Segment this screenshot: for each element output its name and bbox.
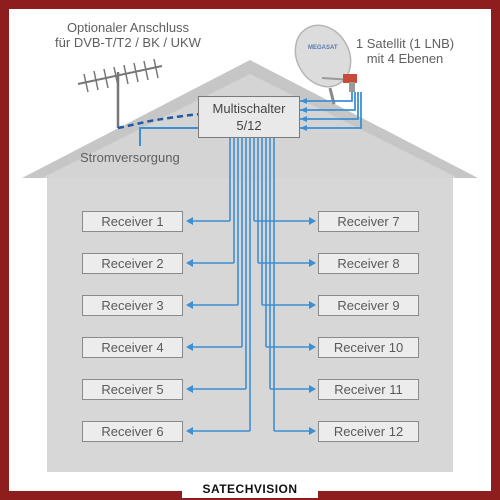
antenna-cable xyxy=(117,112,201,130)
receiver-box: Receiver 3 xyxy=(82,295,183,316)
antenna-label-line1: Optionaler Anschluss xyxy=(66,20,190,35)
satellite-label-line2: mit 4 Ebenen xyxy=(366,51,444,66)
receiver-box: Receiver 7 xyxy=(318,211,419,232)
receiver-box: Receiver 4 xyxy=(82,337,183,358)
distribution-cables xyxy=(186,138,316,435)
cable-arrowhead xyxy=(186,217,193,225)
dish-logo: MEGASAT xyxy=(308,45,338,51)
power-supply-label: Stromversorgung xyxy=(80,150,180,165)
receiver-box: Receiver 6 xyxy=(82,421,183,442)
multiswitch-model: 5/12 xyxy=(236,118,262,133)
terrestrial-antenna-icon xyxy=(77,58,163,128)
cable-arrowhead xyxy=(309,301,316,309)
receiver-box: Receiver 12 xyxy=(318,421,419,442)
receiver-box: Receiver 8 xyxy=(318,253,419,274)
cable-arrowhead xyxy=(309,217,316,225)
satellite-dish-icon: MEGASAT xyxy=(294,24,357,105)
satellite-label-line1: 1 Satellit (1 LNB) xyxy=(355,36,455,51)
multiswitch-box: Multischalter 5/12 xyxy=(198,96,300,138)
receiver-box: Receiver 1 xyxy=(82,211,183,232)
cable-arrowhead xyxy=(186,427,193,435)
antenna-label: Optionaler Anschluss für DVB-T/T2 / BK /… xyxy=(28,20,228,50)
lnb-cable-arrows xyxy=(300,98,307,131)
receiver-box: Receiver 5 xyxy=(82,379,183,400)
brand-label: SATECHVISION xyxy=(182,480,318,498)
receiver-box: Receiver 2 xyxy=(82,253,183,274)
cable-arrowhead xyxy=(186,259,193,267)
receiver-box: Receiver 11 xyxy=(318,379,419,400)
cable-arrowhead xyxy=(186,385,193,393)
lnb-cables xyxy=(300,92,362,129)
cable-arrowhead xyxy=(309,259,316,267)
receiver-box: Receiver 10 xyxy=(318,337,419,358)
cable-arrowhead xyxy=(309,385,316,393)
cable-arrowhead xyxy=(309,427,316,435)
antenna-label-line2: für DVB-T/T2 / BK / UKW xyxy=(55,35,201,50)
receiver-box: Receiver 9 xyxy=(318,295,419,316)
cable-arrowhead xyxy=(186,343,193,351)
cable-arrowhead xyxy=(309,343,316,351)
power-cable xyxy=(139,127,198,146)
satellite-label: 1 Satellit (1 LNB) mit 4 Ebenen xyxy=(355,36,455,66)
multiswitch-title: Multischalter xyxy=(212,101,286,116)
cable-arrowhead xyxy=(186,301,193,309)
